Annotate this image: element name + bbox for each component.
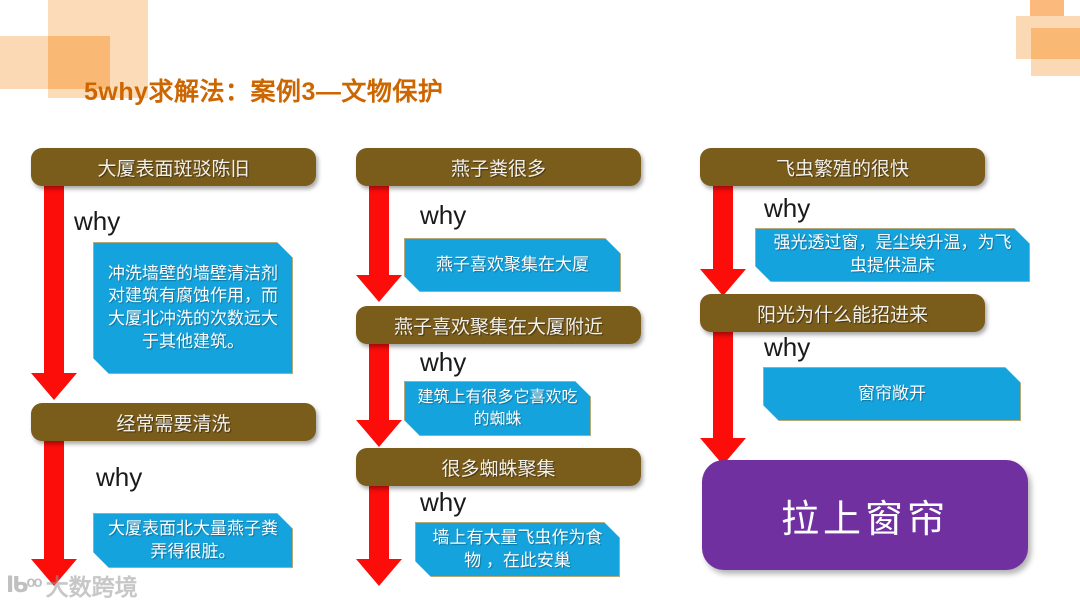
arrow-shaft — [713, 325, 733, 439]
callout-c1-1[interactable]: 大厦表面北大量燕子粪弄得很脏。 — [93, 513, 293, 568]
callout-c2-2[interactable]: 墙上有大量飞虫作为食物 ，在此安巢 — [415, 522, 620, 577]
why-label-c3-0: why — [764, 193, 811, 223]
arrow-c3-2 — [700, 325, 746, 465]
arrow-head — [356, 275, 402, 302]
callout-c3-1[interactable]: 窗帘敞开 — [763, 367, 1021, 421]
bar-c2-1[interactable]: 燕子喜欢聚集在大厦附近 — [356, 306, 641, 344]
arrow-c2-2 — [356, 337, 402, 447]
arrow-c3-1 — [700, 178, 746, 296]
page-title: 5why求解法：案例3—文物保护 — [84, 78, 444, 106]
why-label-c1-0: why — [74, 206, 121, 236]
callout-c1-0[interactable]: 冲洗墙壁的墙壁清洁剂对建筑有腐蚀作用，而大厦北冲洗的次数远大于其他建筑。 — [93, 242, 293, 374]
why-label-c2-2: why — [420, 487, 467, 517]
arrow-c1-1 — [31, 178, 77, 400]
arrow-c1-2 — [31, 434, 77, 586]
callout-c2-0[interactable]: 燕子喜欢聚集在大厦 — [404, 238, 621, 292]
bar-c3-0[interactable]: 飞虫繁殖的很快 — [700, 148, 985, 186]
arrow-shaft — [44, 178, 64, 374]
bar-c3-1[interactable]: 阳光为什么能招进来 — [700, 294, 985, 332]
watermark: Ⅰᑲᵒᵒ 大数跨境 — [6, 568, 138, 602]
decor-square-top-left-c — [48, 36, 110, 89]
bar-c1-0[interactable]: 大厦表面斑驳陈旧 — [31, 148, 316, 186]
conclusion-box[interactable]: 拉上窗帘 — [702, 460, 1028, 570]
arrow-head — [700, 269, 746, 296]
arrow-head — [31, 559, 77, 586]
bar-c2-0[interactable]: 燕子粪很多 — [356, 148, 641, 186]
callout-c3-0[interactable]: 强光透过窗，是尘埃升温，为飞虫提供温床 — [755, 228, 1030, 282]
watermark-logo-icon: Ⅰᑲᵒᵒ — [6, 572, 43, 597]
arrow-head — [31, 373, 77, 400]
arrow-c2-1 — [356, 178, 402, 302]
arrow-shaft — [369, 178, 389, 276]
arrow-shaft — [713, 178, 733, 270]
why-label-c1-1: why — [96, 462, 143, 492]
watermark-text: 大数跨境 — [45, 574, 138, 600]
arrow-head — [356, 559, 402, 586]
callout-c2-1[interactable]: 建筑上有很多它喜欢吃的蜘蛛 — [404, 381, 591, 436]
arrow-shaft — [369, 481, 389, 560]
bar-c1-1[interactable]: 经常需要清洗 — [31, 403, 316, 441]
arrow-head — [356, 420, 402, 447]
arrow-shaft — [369, 337, 389, 421]
bar-c2-2[interactable]: 很多蜘蛛聚集 — [356, 448, 641, 486]
why-label-c2-0: why — [420, 200, 467, 230]
arrow-shaft — [44, 434, 64, 560]
why-label-c3-1: why — [764, 332, 811, 362]
arrow-c2-3 — [356, 481, 402, 586]
why-label-c2-1: why — [420, 347, 467, 377]
decor-square-top-right-d — [1031, 28, 1080, 59]
